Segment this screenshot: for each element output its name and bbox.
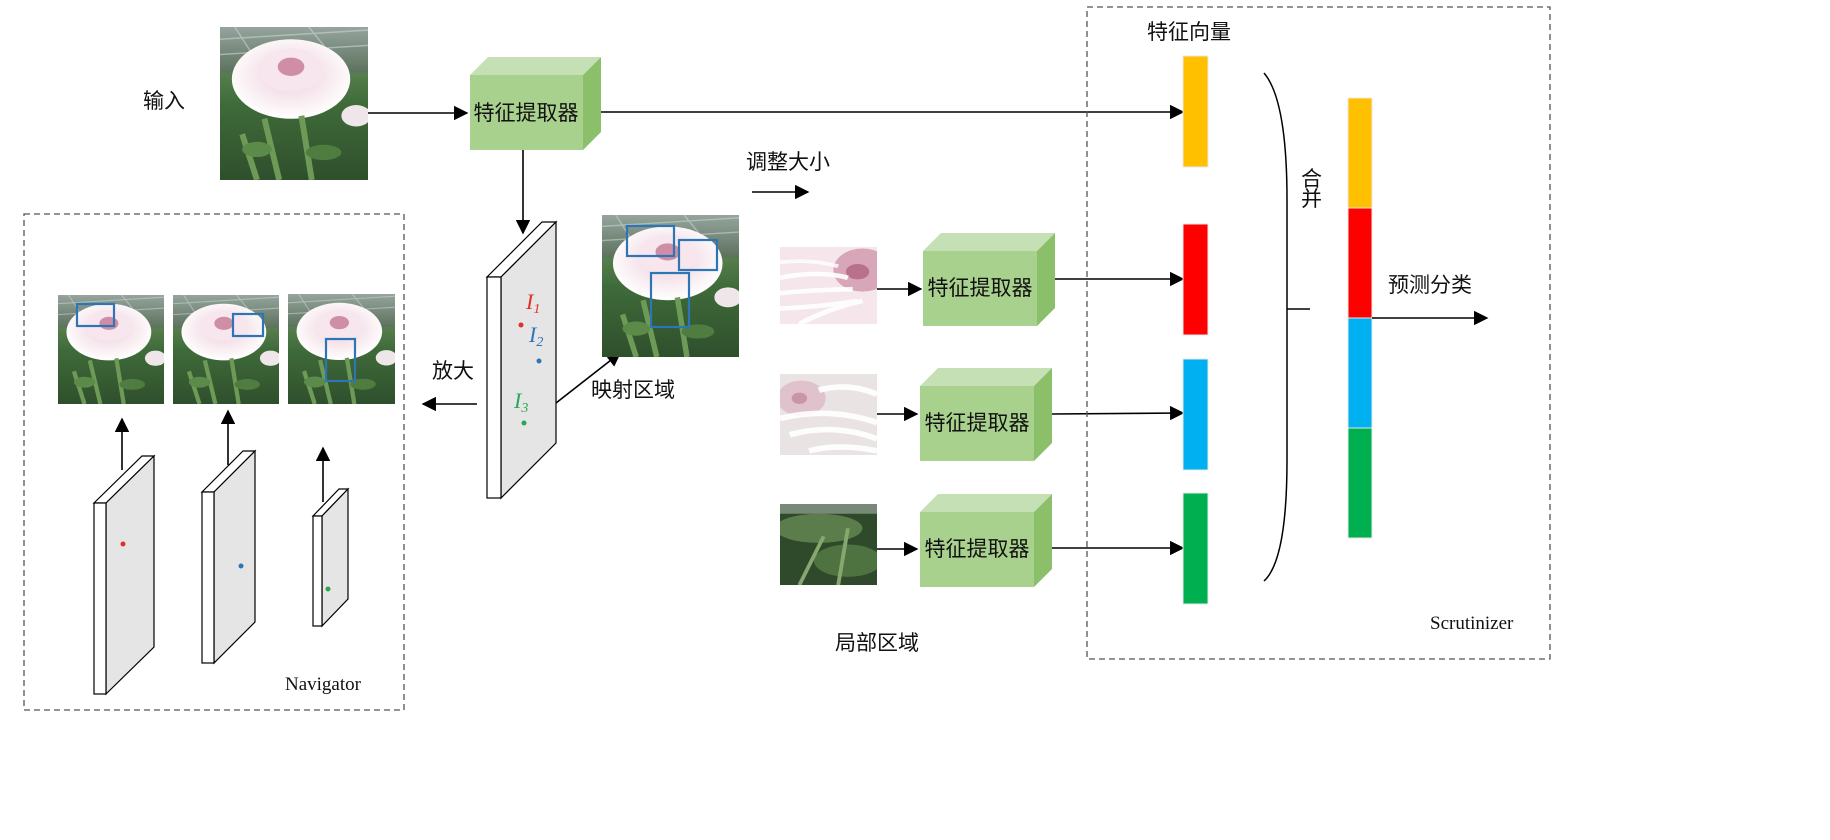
navigator-region-1 <box>75 302 116 328</box>
navigator-photo-1 <box>58 295 166 404</box>
navigator-panel-3 <box>311 487 350 628</box>
i2-label: I2 <box>528 322 543 350</box>
i3-label: I3 <box>513 388 528 416</box>
concatenated-vector <box>1347 97 1373 539</box>
local-feature-extractor-3: 特征提取器 <box>920 494 1052 587</box>
local-region-label: 局部区域 <box>835 631 919 655</box>
region-box-3 <box>649 271 691 329</box>
navigator-panel-1 <box>92 454 156 696</box>
feature-vector-label: 特征向量 <box>1147 20 1231 44</box>
merge-brace <box>1263 72 1288 582</box>
navigator-region-3 <box>324 337 357 383</box>
navigator-panel-2 <box>200 449 257 665</box>
map-region-photo <box>602 215 742 357</box>
predict-label: 预测分类 <box>1388 273 1472 297</box>
navigator-box <box>23 213 405 711</box>
local-region-photo-3 <box>780 504 877 585</box>
point-i1 <box>518 322 524 328</box>
merge-label-top: 合 <box>1301 167 1322 191</box>
feature-vector-blue <box>1182 358 1209 471</box>
region-box-2 <box>677 238 719 272</box>
resize-label: 调整大小 <box>746 150 830 174</box>
enlarge-label: 放大 <box>432 359 474 383</box>
input-label: 输入 <box>143 89 185 113</box>
feature-map-panel: I1 I2 I3 <box>485 220 558 500</box>
scrutinizer-box <box>1086 6 1551 660</box>
local-feature-extractor-1: 特征提取器 <box>923 233 1055 326</box>
main-extractor-label: 特征提取器 <box>474 101 579 125</box>
feature-vector-green <box>1182 492 1209 605</box>
scrutinizer-label: Scrutinizer <box>1430 613 1514 634</box>
local-feature-extractor-2: 特征提取器 <box>920 368 1052 461</box>
point-i2 <box>536 358 542 364</box>
input-photo <box>220 27 371 180</box>
merge-label-bottom: 并 <box>1301 187 1322 211</box>
local-extractor-3-label: 特征提取器 <box>925 537 1030 561</box>
i1-label: I1 <box>525 289 540 317</box>
region-box-1 <box>625 224 676 258</box>
point-i3 <box>521 420 527 426</box>
map-region-label: 映射区域 <box>591 378 675 402</box>
local-region-photo-2 <box>777 374 877 455</box>
arrow-to-vector-3 <box>1051 405 1185 421</box>
navigator-region-2 <box>231 312 265 338</box>
navigator-label: Navigator <box>285 674 362 695</box>
navigator-photo-3 <box>288 294 397 404</box>
main-feature-extractor: 特征提取器 <box>470 57 601 150</box>
navigator-photo-2 <box>173 295 281 404</box>
local-extractor-2-label: 特征提取器 <box>925 411 1030 435</box>
feature-vector-yellow <box>1182 55 1209 168</box>
feature-vector-red <box>1182 223 1209 336</box>
arrow-to-map-region <box>555 352 622 404</box>
local-extractor-1-label: 特征提取器 <box>928 276 1033 300</box>
local-region-photo-1 <box>780 247 892 324</box>
